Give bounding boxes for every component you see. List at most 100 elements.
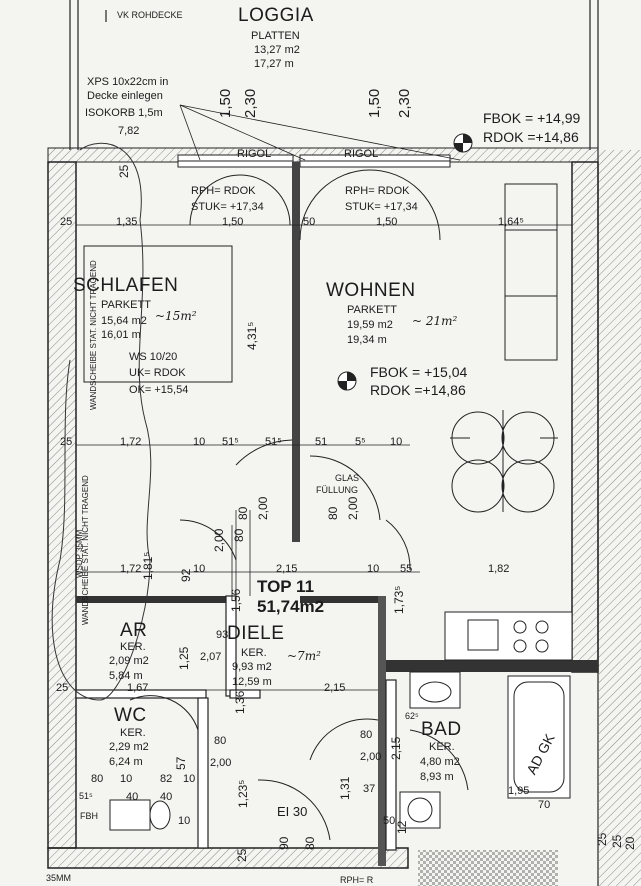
ar-wsdp: WSDP 35MM [75, 529, 84, 578]
loggia-title: LOGGIA [238, 5, 314, 26]
dim: 1,50 [222, 216, 244, 228]
ar-area: 2,09 m2 [109, 655, 149, 667]
schlafen-ok: OK= +15,54 [129, 384, 189, 396]
furniture [83, 183, 558, 383]
vk-rohdecke-label: VK ROHDECKE [117, 10, 183, 20]
wohnen-perimeter: 19,34 m [347, 334, 387, 346]
dim: 93 [216, 629, 229, 641]
dim: 50 [303, 216, 316, 228]
dim: 40 [126, 791, 139, 803]
right-hatched-wall [598, 150, 641, 886]
dim: 80 [303, 836, 317, 850]
loggia-floor: PLATTEN [251, 30, 300, 42]
dim: 25 [117, 164, 131, 178]
dim: 80 [232, 528, 246, 542]
wohnen-rdok: RDOK =+14,86 [370, 382, 466, 398]
dim: 12 [395, 820, 409, 834]
exterior-walls [47, 161, 599, 869]
dim: 10 [183, 773, 196, 785]
ar-title: AR [120, 620, 148, 641]
hand-sketch-outline [51, 142, 152, 701]
dim: 10 [193, 563, 206, 575]
wohnen-floor: PARKETT [347, 304, 397, 316]
dim-230-a: 2,30 [242, 88, 259, 118]
dim: 92 [179, 568, 193, 582]
fbok-top: FBOK = +14,99 [483, 110, 581, 126]
dim: 80 [236, 506, 250, 520]
dimension-lines [76, 224, 572, 700]
dim: 1,35 [116, 216, 138, 228]
dim: 90 [277, 836, 291, 850]
dim: 2,00 [256, 496, 270, 520]
schlafen-floor: PARKETT [101, 299, 151, 311]
dim: 4,31⁵ [245, 321, 259, 350]
dim: 1,72 [120, 436, 142, 448]
diele-note: ~7m² [287, 649, 321, 663]
wc-floor: KER. [120, 727, 146, 739]
dim: 51⁵ [265, 436, 282, 448]
dim: 2,00 [360, 751, 382, 763]
wc-perimeter: 6,24 m [109, 756, 143, 768]
xps-note-1: XPS 10x22cm in [87, 76, 169, 88]
dim: 51⁵ [79, 791, 93, 801]
dim: 62⁵ [405, 711, 419, 721]
bad-title: BAD [421, 719, 462, 740]
dim: 40 [160, 791, 173, 803]
interior-wall-top11-b [300, 596, 380, 603]
bottom-wsdp: 35MM [46, 873, 72, 883]
dim: 2,00 [212, 528, 226, 552]
diele-floor: KER. [241, 647, 267, 659]
xps-note-2: Decke einlegen [87, 90, 163, 102]
top-unit-area: 51,74m2 [257, 597, 325, 616]
wohnen-fbok: FBOK = +15,04 [370, 364, 468, 380]
loggia-area: 13,27 m2 [254, 44, 300, 56]
dim: 10 [193, 436, 206, 448]
schlafen-stuk: STUK= +17,34 [191, 201, 264, 213]
bad-perimeter: 8,93 m [420, 771, 454, 783]
top-windows [177, 154, 451, 168]
dim: 57 [174, 756, 188, 770]
dim: 1,36 [233, 690, 247, 714]
door-rating: EI 30 [277, 804, 308, 819]
schlafen-area: 15,64 m2 [101, 315, 147, 327]
dim: 80 [360, 729, 373, 741]
dim: 1,31 [338, 776, 352, 800]
schlafen-rph: RPH= RDOK [191, 185, 256, 197]
dim: 80 [91, 773, 104, 785]
dim-150-b: 1,50 [366, 88, 383, 118]
dim: 2,00 [210, 757, 232, 769]
dim: 1,25 [177, 646, 191, 670]
level-symbol-top [453, 133, 473, 153]
dim: 80 [214, 735, 227, 747]
dim: 51⁵ [222, 436, 239, 448]
dim: 25 [60, 216, 73, 228]
dim: 1,50 [376, 216, 398, 228]
wc-title: WC [114, 705, 147, 726]
schlafen-perimeter: 16,01 m [101, 329, 141, 341]
dim-782: 7,82 [118, 125, 140, 137]
doors [129, 169, 469, 841]
wohnen-rph: RPH= RDOK [345, 185, 410, 197]
dim: 25 [60, 436, 73, 448]
schlafen-title: SCHLAFEN [73, 275, 179, 296]
wohnen-title: WOHNEN [326, 280, 416, 301]
kitchen-wall [380, 660, 598, 672]
isokorb-note: ISOKORB 1,5m [85, 107, 163, 119]
bad-floor: KER. [429, 741, 455, 753]
level-symbol-wohnen [337, 371, 357, 391]
dim: 2,07 [200, 651, 222, 663]
interior-wall-top11 [76, 596, 226, 603]
dim: 1,23⁵ [236, 779, 250, 808]
ar-floor: KER. [120, 641, 146, 653]
dim-150-a: 1,50 [217, 88, 234, 118]
schlafen-uk: UK= RDOK [129, 367, 186, 379]
dim: 5⁵ [355, 436, 366, 448]
bottom-finish-strip [418, 850, 558, 886]
dim: 2,15 [324, 682, 346, 694]
interior-wall-vertical [292, 162, 300, 542]
schlafen-note: ~15m² [155, 309, 197, 323]
dim: 37 [363, 783, 376, 795]
dim: 1,64⁵ [498, 216, 524, 228]
dim: 1,82 [488, 563, 510, 575]
dim: 10 [120, 773, 133, 785]
